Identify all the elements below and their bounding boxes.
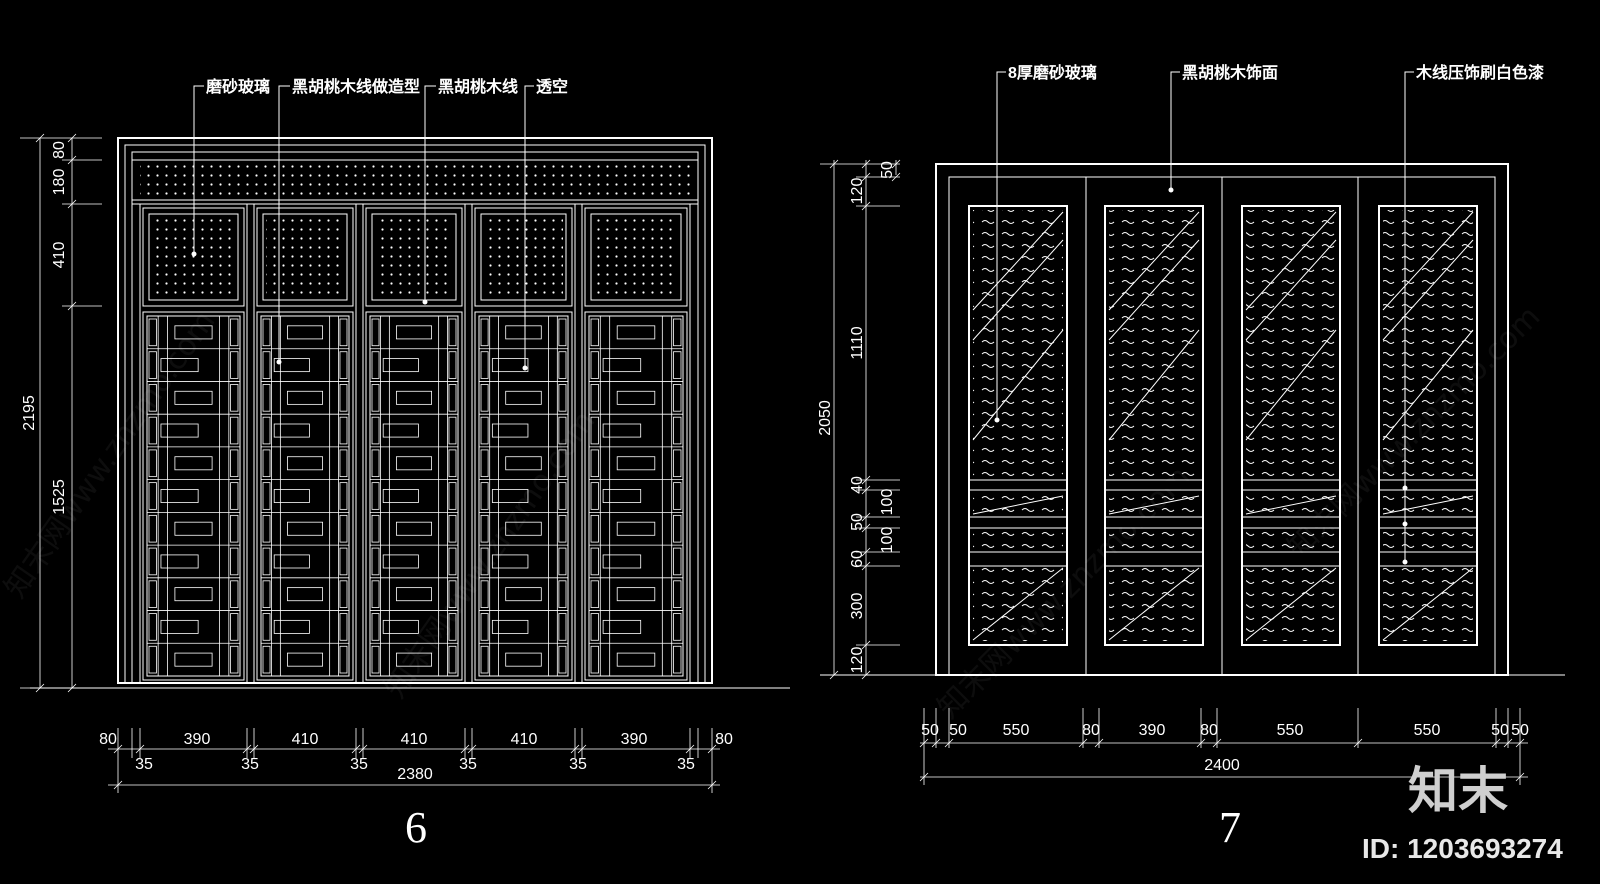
d6-leaf-3	[362, 203, 466, 684]
d7-leaf-4	[1378, 205, 1478, 646]
d6-leaf-4	[471, 203, 576, 684]
d7-bottom-dimensions: 50 50 550 80 390 80 550 550 50 50 2400	[919, 708, 1529, 785]
d7-panels	[968, 205, 1478, 646]
d7-callout-8mm-frosted-glass: 8厚磨砂玻璃	[1008, 63, 1097, 82]
d6-dim-total-height: 2195	[21, 395, 38, 431]
d6-dim-width-80-left: 80	[99, 731, 117, 748]
d6-leaf-1	[139, 203, 248, 684]
d7-dim-width-390: 390	[1139, 722, 1166, 739]
d6-callout-frosted-glass: 磨砂玻璃	[206, 77, 270, 96]
d6-left-dimensions: 80 180 410 1525 2195	[20, 133, 102, 693]
d7-dim-height-50-mid: 50	[849, 513, 866, 531]
d7-dim-height-100-a: 100	[879, 489, 896, 516]
d6-dim-gap-1: 35	[135, 756, 153, 773]
d7-dim-width-550-a: 550	[1003, 722, 1030, 739]
d7-dim-width-50-a: 50	[921, 722, 939, 739]
d7-dim-width-50-c: 50	[1491, 722, 1509, 739]
d7-dim-total-height: 2050	[817, 400, 834, 436]
d6-dim-width-390-right: 390	[621, 731, 648, 748]
d7-dim-width-80-a: 80	[1082, 722, 1100, 739]
d6-transom-glass	[140, 161, 690, 199]
d6-callout-walnut-molding-shape: 黑胡桃木线做造型	[292, 77, 420, 96]
d6-dim-width-80-right: 80	[715, 731, 733, 748]
d7-callout-walnut-veneer: 黑胡桃木饰面	[1182, 63, 1278, 82]
d7-dim-total-width: 2400	[1204, 757, 1240, 774]
d7-dim-height-100-b: 100	[879, 527, 896, 554]
d6-dim-height-410: 410	[51, 242, 68, 269]
d7-dim-height-300: 300	[849, 593, 866, 620]
d6-dim-gap-5: 35	[569, 756, 587, 773]
d6-dim-gap-6: 35	[677, 756, 695, 773]
d6-dim-width-390-left: 390	[184, 731, 211, 748]
d7-drawing-number: 7	[1219, 803, 1241, 852]
d7-dim-width-550-b: 550	[1277, 722, 1304, 739]
d7-dim-height-120-bottom: 120	[849, 647, 866, 674]
d7-leaf-1	[968, 205, 1068, 646]
watermark-logo: 知末 ID: 1203693274	[1362, 762, 1563, 864]
d6-drawing-number: 6	[405, 803, 427, 852]
d7-dim-width-550-c: 550	[1414, 722, 1441, 739]
d7-callouts: 8厚磨砂玻璃 黑胡桃木饰面 木线压饰刷白色漆	[994, 63, 1544, 565]
d7-callout-white-painted-molding: 木线压饰刷白色漆	[1415, 63, 1544, 82]
d7-dim-height-120-top: 120	[849, 178, 866, 205]
d6-dim-width-410-b: 410	[401, 731, 428, 748]
d7-dim-height-40: 40	[849, 476, 866, 494]
elevation-7: 8厚磨砂玻璃 黑胡桃木饰面 木线压饰刷白色漆 50 120 1110 40 10…	[817, 63, 1565, 852]
d6-callout-walnut-line: 黑胡桃木线	[438, 77, 518, 96]
faint-watermark-1: 知末网www.znzmo.com	[0, 305, 222, 605]
d6-leaf-5	[581, 203, 691, 684]
d6-callout-hollow: 透空	[536, 77, 568, 96]
d6-leaf-2	[253, 203, 357, 684]
d6-bottom-dimensions: 80 390 410 410 410 390 80 35 35 35 35 35…	[99, 728, 733, 793]
watermark-id: ID: 1203693274	[1362, 833, 1563, 864]
d6-dim-gap-3: 35	[350, 756, 368, 773]
d6-callouts: 磨砂玻璃 黑胡桃木线做造型 黑胡桃木线 透空	[191, 77, 568, 371]
d7-leaf-2	[1104, 205, 1204, 646]
d6-dim-height-80: 80	[51, 141, 68, 159]
d6-dim-width-410-c: 410	[511, 731, 538, 748]
d7-dim-width-50-d: 50	[1511, 722, 1529, 739]
d7-leaf-3	[1241, 205, 1341, 646]
watermark-logo-text: 知末	[1408, 762, 1508, 820]
d6-dim-gap-2: 35	[241, 756, 259, 773]
d6-dim-height-180: 180	[51, 169, 68, 196]
elevation-6: 磨砂玻璃 黑胡桃木线做造型 黑胡桃木线 透空 80 180 410 1525 2…	[20, 77, 790, 852]
d6-panels	[139, 203, 691, 684]
d7-dim-height-1110: 1110	[849, 326, 866, 359]
d7-dim-height-60: 60	[849, 550, 866, 568]
d7-dim-width-50-b: 50	[949, 722, 967, 739]
d7-dim-width-80-b: 80	[1200, 722, 1218, 739]
d6-dim-width-410-a: 410	[292, 731, 319, 748]
d7-left-dimensions: 50 120 1110 40 100 50 100 60 300 120 205…	[817, 159, 901, 680]
d6-dim-gap-4: 35	[459, 756, 477, 773]
d6-dim-total-width: 2380	[397, 766, 433, 783]
d6-dim-height-1525: 1525	[51, 479, 68, 515]
d7-dim-height-50: 50	[879, 161, 896, 179]
